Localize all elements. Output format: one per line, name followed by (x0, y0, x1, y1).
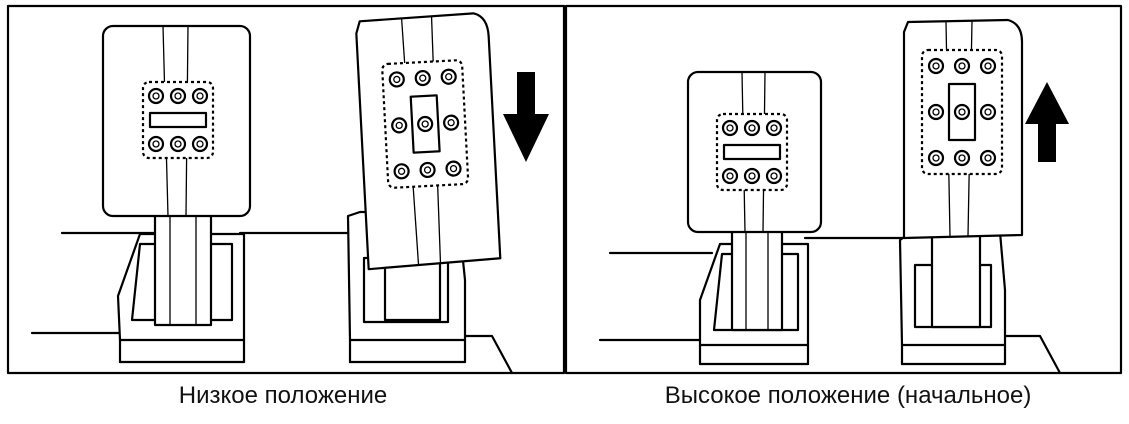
panel-high (564, 4, 1123, 375)
pedal-plate-high-left (686, 70, 823, 234)
pedal-plate-high-right (902, 18, 1024, 240)
pedal-shaft-left (153, 208, 213, 327)
caption-high-position: Высокое положение (начальное) (664, 382, 1032, 409)
pedal-diagram (6, 4, 1123, 375)
pedal-plate-low-right (355, 12, 502, 271)
caption-low-position: Низкое положение (178, 382, 388, 409)
panel-low (6, 4, 566, 375)
arrow-up-icon (1025, 82, 1069, 162)
arrow-down-icon (503, 72, 549, 162)
pedal-plate-low-left (101, 24, 252, 218)
